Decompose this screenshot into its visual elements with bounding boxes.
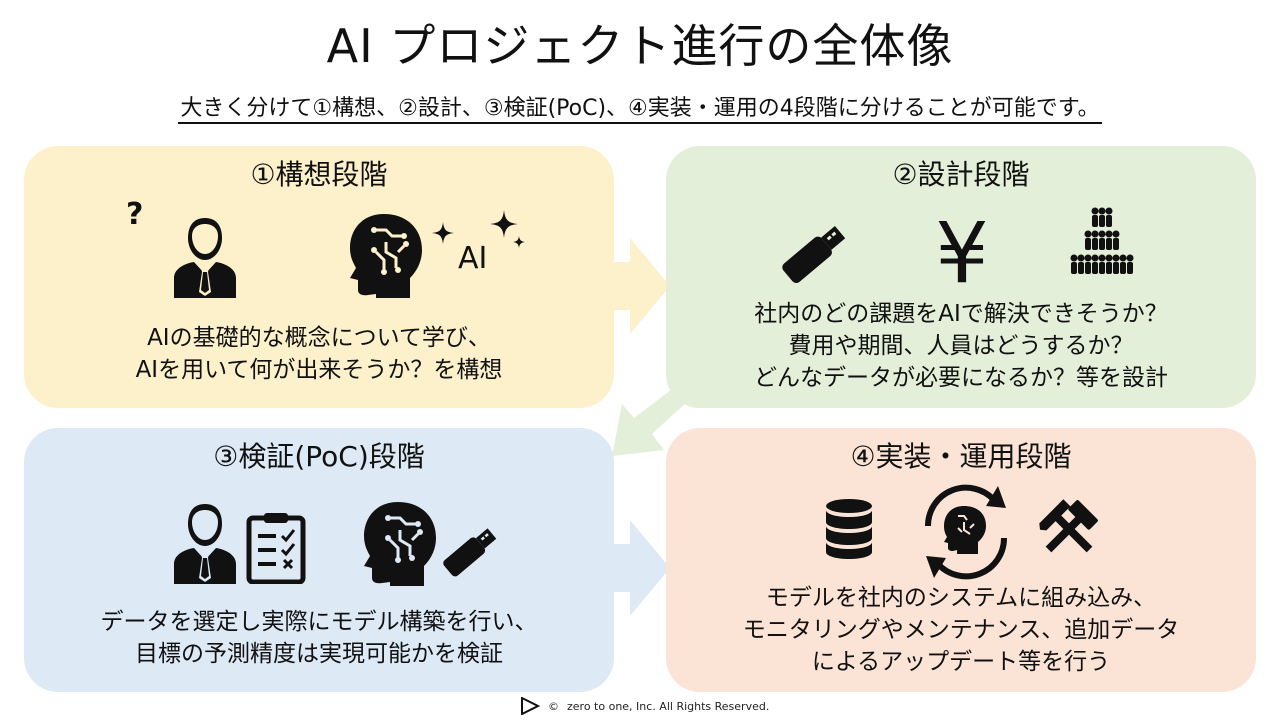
panel-concept-title: ①構想段階 [250, 158, 388, 191]
footer: © zero to one, Inc. All Rights Reserved. [520, 696, 769, 716]
text-line: 目標の予測精度は実現可能かを検証 [135, 641, 503, 667]
text-line: AIの基礎的な概念について学び、 [147, 325, 491, 351]
database-icon [826, 499, 872, 559]
text-line: どんなデータが必要になるか？等を設計 [754, 365, 1168, 391]
sparkle-large-icon [490, 210, 525, 248]
question-mark-icon: ? [126, 198, 143, 232]
text-line: によるアップデート等を行う [811, 649, 1111, 675]
page-subtitle: 大きく分けて①構想、②設計、③検証(PoC)、④実装・運用の4段階に分けることが… [0, 92, 1280, 126]
arrow-right-top [600, 238, 670, 334]
checklist-clipboard-icon [246, 513, 306, 584]
panel-design-description: 社内のどの課題をAIで解決できそうか？ 費用や期間、人員はどうするか？ どんなデ… [666, 298, 1256, 394]
panel-poc: ③検証(PoC)段階 データを選定し実際にモデル構築を行い、 目標の予測精度は実… [24, 428, 614, 692]
ai-brain-head-icon [350, 214, 422, 298]
yen-glyph: ¥ [935, 210, 988, 292]
usb-drive-icon [782, 226, 846, 284]
copyright-icon: © [548, 699, 559, 713]
ai-label: AI [458, 241, 488, 276]
subtitle-text: 大きく分けて①構想、②設計、③検証(PoC)、④実装・運用の4段階に分けることが… [178, 96, 1102, 124]
hammer-tools-icon [1039, 499, 1098, 553]
yen-icon: ¥ [935, 210, 988, 292]
panel-implementation-title: ④実装・運用段階 [850, 440, 1072, 473]
panel-concept-description: AIの基礎的な概念について学び、 AIを用いて何が出来そうか？を構想 [24, 322, 614, 386]
panel-design: ②設計段階 ¥ [666, 146, 1256, 408]
text-line: 費用や期間、人員はどうするか？ [788, 333, 1134, 359]
panel-implementation: ④実装・運用段階 モデルを社内のシステムに組み込み、 モニタリングやメンテナンス… [666, 428, 1256, 692]
businessman-icon [174, 218, 236, 298]
businessman-icon [174, 504, 236, 584]
text-line: モニタリングやメンテナンス、追加データ [742, 617, 1180, 643]
panel-concept: ①構想段階 ? AI AIの基礎的な概念について学び、 AIを用いて何が出来そう… [24, 146, 614, 408]
zero-to-one-logo-icon [521, 697, 540, 715]
text-line: データを選定し実際にモデル構築を行い、 [100, 609, 538, 635]
text-line: モデルを社内のシステムに組み込み、 [765, 585, 1157, 611]
footer-text: zero to one, Inc. All Rights Reserved. [567, 699, 770, 713]
text-line: 社内のどの課題をAIで解決できそうか？ [754, 301, 1168, 327]
people-group-icon [1070, 207, 1134, 274]
panel-implementation-description: モデルを社内のシステムに組み込み、 モニタリングやメンテナンス、追加データ によ… [666, 582, 1256, 678]
question-glyph: ? [126, 198, 143, 232]
ai-brain-head-icon [364, 502, 436, 586]
panel-poc-title: ③検証(PoC)段階 [213, 440, 425, 473]
panel-poc-description: データを選定し実際にモデル構築を行い、 目標の予測精度は実現可能かを検証 [24, 606, 614, 670]
usb-drive-icon [443, 528, 497, 577]
arrow-right-bottom [600, 520, 670, 616]
sparkle-icon [432, 222, 454, 244]
text-line: AIを用いて何が出来そうか？を構想 [135, 357, 503, 383]
ai-cycle-icon [924, 484, 1008, 580]
page-title: AI プロジェクト進行の全体像 [326, 19, 954, 73]
panel-design-title: ②設計段階 [892, 158, 1030, 191]
